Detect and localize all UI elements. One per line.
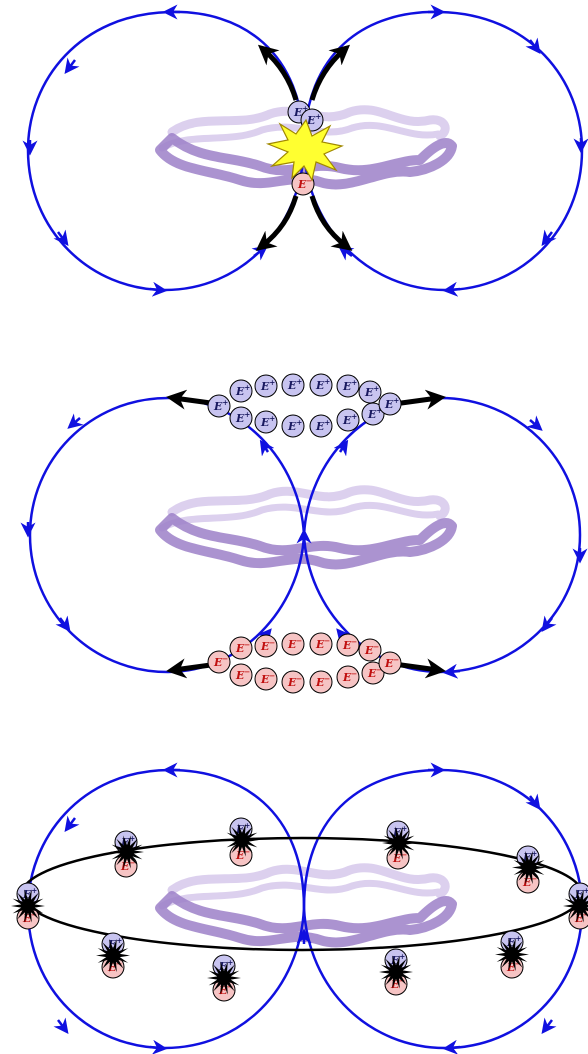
negative-particle: E− bbox=[291, 172, 315, 196]
annihilation-burst bbox=[382, 826, 416, 860]
positive-particle: E+ bbox=[309, 414, 333, 438]
annihilation-burst bbox=[512, 850, 546, 885]
annihilation-burst bbox=[563, 889, 588, 923]
negative-particle: E− bbox=[358, 638, 382, 662]
panel-collision: E+E+E− bbox=[22, 4, 588, 297]
particle-group-separation: E+E+E+E+E+E+E+E+E+E+E+E+E+E+E−E−E−E−E−E−… bbox=[207, 373, 402, 694]
annihilation-burst bbox=[11, 889, 45, 923]
positive-particle: E+ bbox=[207, 394, 231, 418]
annihilation-burst bbox=[110, 835, 144, 869]
field-line-right bbox=[302, 4, 588, 297]
magnetic-cloud bbox=[155, 485, 457, 570]
positive-particle: E+ bbox=[281, 414, 305, 438]
positive-particle: E+ bbox=[336, 408, 360, 432]
collision-flash bbox=[265, 118, 344, 182]
positive-particle: E+ bbox=[281, 373, 305, 397]
positive-particle: E+ bbox=[254, 410, 278, 434]
annihilation-burst bbox=[96, 938, 130, 973]
positive-particle: E+ bbox=[378, 392, 402, 416]
negative-particle: E− bbox=[378, 651, 402, 675]
negative-particle: E− bbox=[281, 670, 305, 694]
negative-particle: E− bbox=[229, 663, 253, 687]
positive-particle: E+ bbox=[358, 380, 382, 404]
negative-particle: E− bbox=[361, 661, 385, 685]
negative-particle: E− bbox=[309, 670, 333, 694]
negative-particle: E− bbox=[309, 632, 333, 656]
positive-particle: E+ bbox=[229, 379, 253, 403]
annihilation-burst bbox=[379, 955, 413, 989]
outflow-arrows bbox=[255, 44, 353, 251]
panel-separation: E+E+E+E+E+E+E+E+E+E+E+E+E+E+E−E−E−E−E−E−… bbox=[20, 373, 588, 694]
field-line-right bbox=[302, 762, 584, 1054]
positive-particle: E+ bbox=[254, 374, 278, 398]
annihilation-burst bbox=[495, 937, 529, 972]
annihilation-burst bbox=[207, 961, 241, 995]
particle-group-orbit: E+E−E+E−E+E−E+E−E+E−E+E−E+E−E+E−E+E−E+E− bbox=[11, 817, 588, 1002]
negative-particle: E− bbox=[336, 633, 360, 657]
positive-particle: E+ bbox=[229, 406, 253, 430]
positive-particle: E+ bbox=[336, 374, 360, 398]
negative-particle: E− bbox=[281, 632, 305, 656]
negative-particle: E− bbox=[254, 667, 278, 691]
field-line-left bbox=[22, 4, 306, 297]
positive-particle: E+ bbox=[361, 402, 385, 426]
annihilation-burst bbox=[225, 823, 259, 857]
negative-particle: E− bbox=[207, 650, 231, 674]
negative-particle: E− bbox=[336, 665, 360, 689]
negative-particle: E− bbox=[229, 636, 253, 660]
positive-particle: E+ bbox=[309, 373, 333, 397]
negative-particle: E− bbox=[254, 634, 278, 658]
panel-orbit: E+E−E+E−E+E−E+E−E+E−E+E−E+E−E+E−E+E−E+E− bbox=[11, 762, 588, 1054]
